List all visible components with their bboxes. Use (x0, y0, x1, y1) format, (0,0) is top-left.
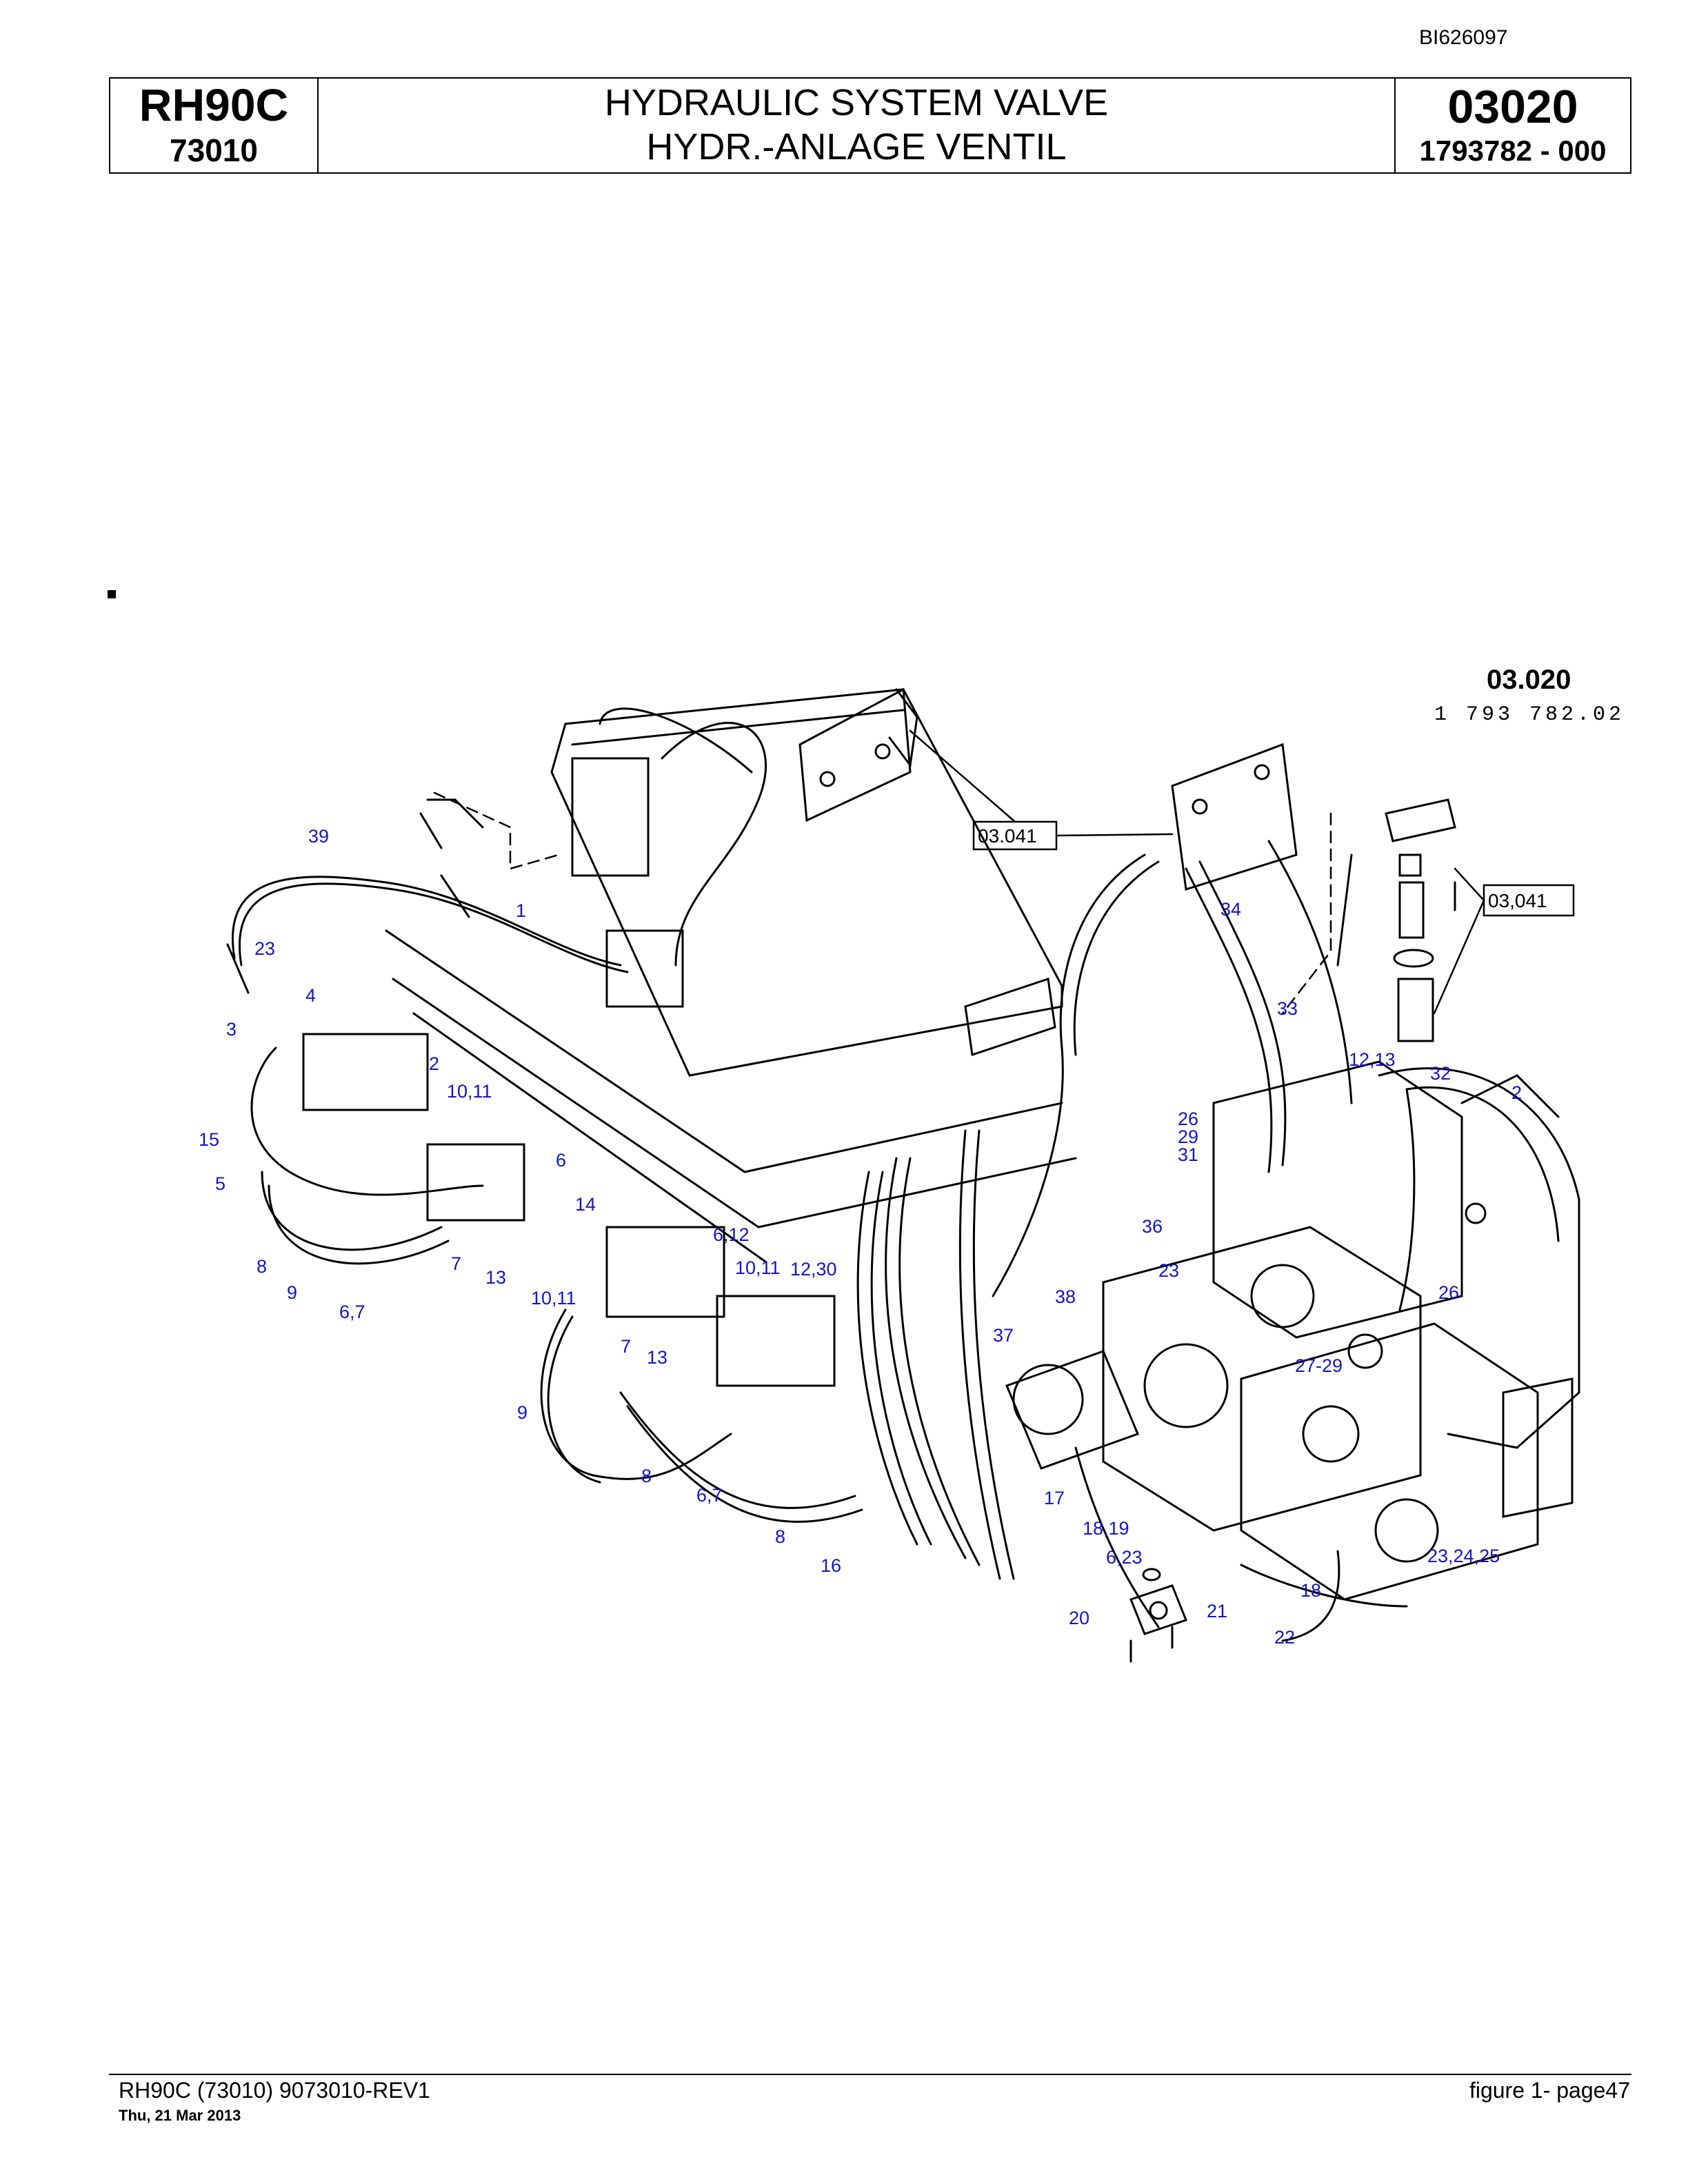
callout-label: 6 (556, 1150, 566, 1171)
filter-parts (1336, 798, 1456, 1042)
callout-label: 12,30 (790, 1259, 837, 1280)
callout-label: 10,11 (735, 1257, 781, 1278)
drawing-number: 1 793 782.02 (1434, 703, 1625, 727)
callout-label: 16 (821, 1555, 841, 1576)
callout-label: 15 (199, 1129, 219, 1150)
callout-label: 32 (1430, 1063, 1451, 1084)
callout-label: 8 (641, 1466, 652, 1486)
callout-label: 10,11 (447, 1081, 492, 1102)
callout-label: 7 (451, 1253, 461, 1274)
callout-label: 2 (429, 1053, 439, 1074)
callout-label: 13 (647, 1347, 667, 1368)
callout-label: 33 (1277, 998, 1298, 1019)
group-code: 03020 (1447, 81, 1578, 133)
callout-label: 5 (215, 1173, 225, 1194)
footer-rule (109, 2074, 1631, 2075)
callout-label: 6,12 (713, 1224, 750, 1245)
callout-label: 8 (775, 1526, 785, 1547)
callout-label: 9 (517, 1402, 528, 1423)
callout-label: 14 (575, 1194, 596, 1215)
callout-label: 29 (1178, 1126, 1198, 1147)
reference-box-labels: 03.041 03,041 (978, 825, 1547, 911)
callout-label: 18 (1300, 1580, 1321, 1601)
callout-label: 34 (1220, 899, 1241, 920)
footer-page: figure 1- page47 (1469, 2078, 1630, 2103)
bottom-flange (1129, 1568, 1187, 1663)
title-cell: HYDRAULIC SYSTEM VALVE HYDR.-ANLAGE VENT… (319, 79, 1396, 172)
callout-label: 9 (287, 1282, 297, 1303)
callout-labels: 39 23 4 3 2 10,11 15 5 6 14 8 7 13 9 6,7… (199, 826, 1522, 1648)
bullet-marker (108, 590, 116, 598)
callout-label: 27-29 (1295, 1355, 1343, 1376)
figure-group-label: 03.020 (1487, 665, 1571, 695)
callout-label: 6,23 (1106, 1547, 1143, 1568)
callout-label: 31 (1178, 1144, 1198, 1165)
callout-label: 3 (226, 1019, 237, 1040)
title-block: RH90C 73010 HYDRAULIC SYSTEM VALVE HYDR.… (109, 77, 1631, 174)
callout-label: 21 (1207, 1601, 1227, 1621)
callout-label: 10,11 (531, 1288, 576, 1308)
callout-label: 13 (485, 1267, 506, 1288)
model-name: RH90C (139, 79, 289, 130)
model-cell: RH90C 73010 (110, 79, 319, 172)
callout-label: 8 (257, 1256, 267, 1277)
callout-label: 23,24,25 (1427, 1546, 1500, 1566)
callout-label: 38 (1055, 1286, 1076, 1307)
hydraulic-hoses (232, 707, 1416, 1642)
code-cell: 03020 1793782 - 000 (1396, 79, 1630, 172)
callout-label: 23 (1158, 1260, 1179, 1281)
callout-label: 26 (1438, 1282, 1459, 1303)
callout-label: 1 (516, 900, 526, 921)
main-frame (385, 688, 1077, 1263)
pump-assembly (1005, 1060, 1539, 1601)
callout-label: 37 (993, 1325, 1014, 1346)
title-german: HYDR.-ANLAGE VENTIL (646, 126, 1067, 168)
callout-label: 17 (1044, 1488, 1065, 1508)
valve-block-upper (302, 757, 836, 1387)
title-english: HYDRAULIC SYSTEM VALVE (604, 82, 1109, 124)
footer-date: Thu, 21 Mar 2013 (119, 2107, 241, 2124)
callout-label: 22 (1274, 1627, 1295, 1648)
reference-label: 03,041 (1488, 890, 1547, 911)
callout-label: 6,7 (696, 1485, 723, 1506)
callout-label: 26 (1178, 1109, 1198, 1129)
callout-label: 18,19 (1083, 1518, 1129, 1539)
callout-label: 4 (305, 985, 316, 1006)
fittings-left (226, 798, 484, 994)
callout-label: 39 (308, 826, 329, 847)
callout-label: 7 (621, 1336, 631, 1357)
callout-label: 6,7 (339, 1302, 365, 1322)
callout-label: 23 (254, 938, 275, 959)
document-id: BI626097 (1419, 26, 1508, 49)
reference-boxes (433, 729, 1575, 1015)
reference-label: 03.041 (978, 825, 1037, 847)
part-number: 1793782 - 000 (1419, 134, 1607, 167)
callout-label: 2 (1511, 1082, 1522, 1103)
callout-label: 20 (1069, 1608, 1089, 1628)
callout-label: 36 (1142, 1216, 1163, 1237)
callout-label: 12,13 (1349, 1049, 1396, 1070)
model-number: 73010 (170, 132, 258, 168)
gearbox-housing (1378, 1067, 1580, 1518)
valve-plates (798, 687, 1298, 1056)
footer-document-ref: RH90C (73010) 9073010-REV1 (119, 2078, 430, 2103)
